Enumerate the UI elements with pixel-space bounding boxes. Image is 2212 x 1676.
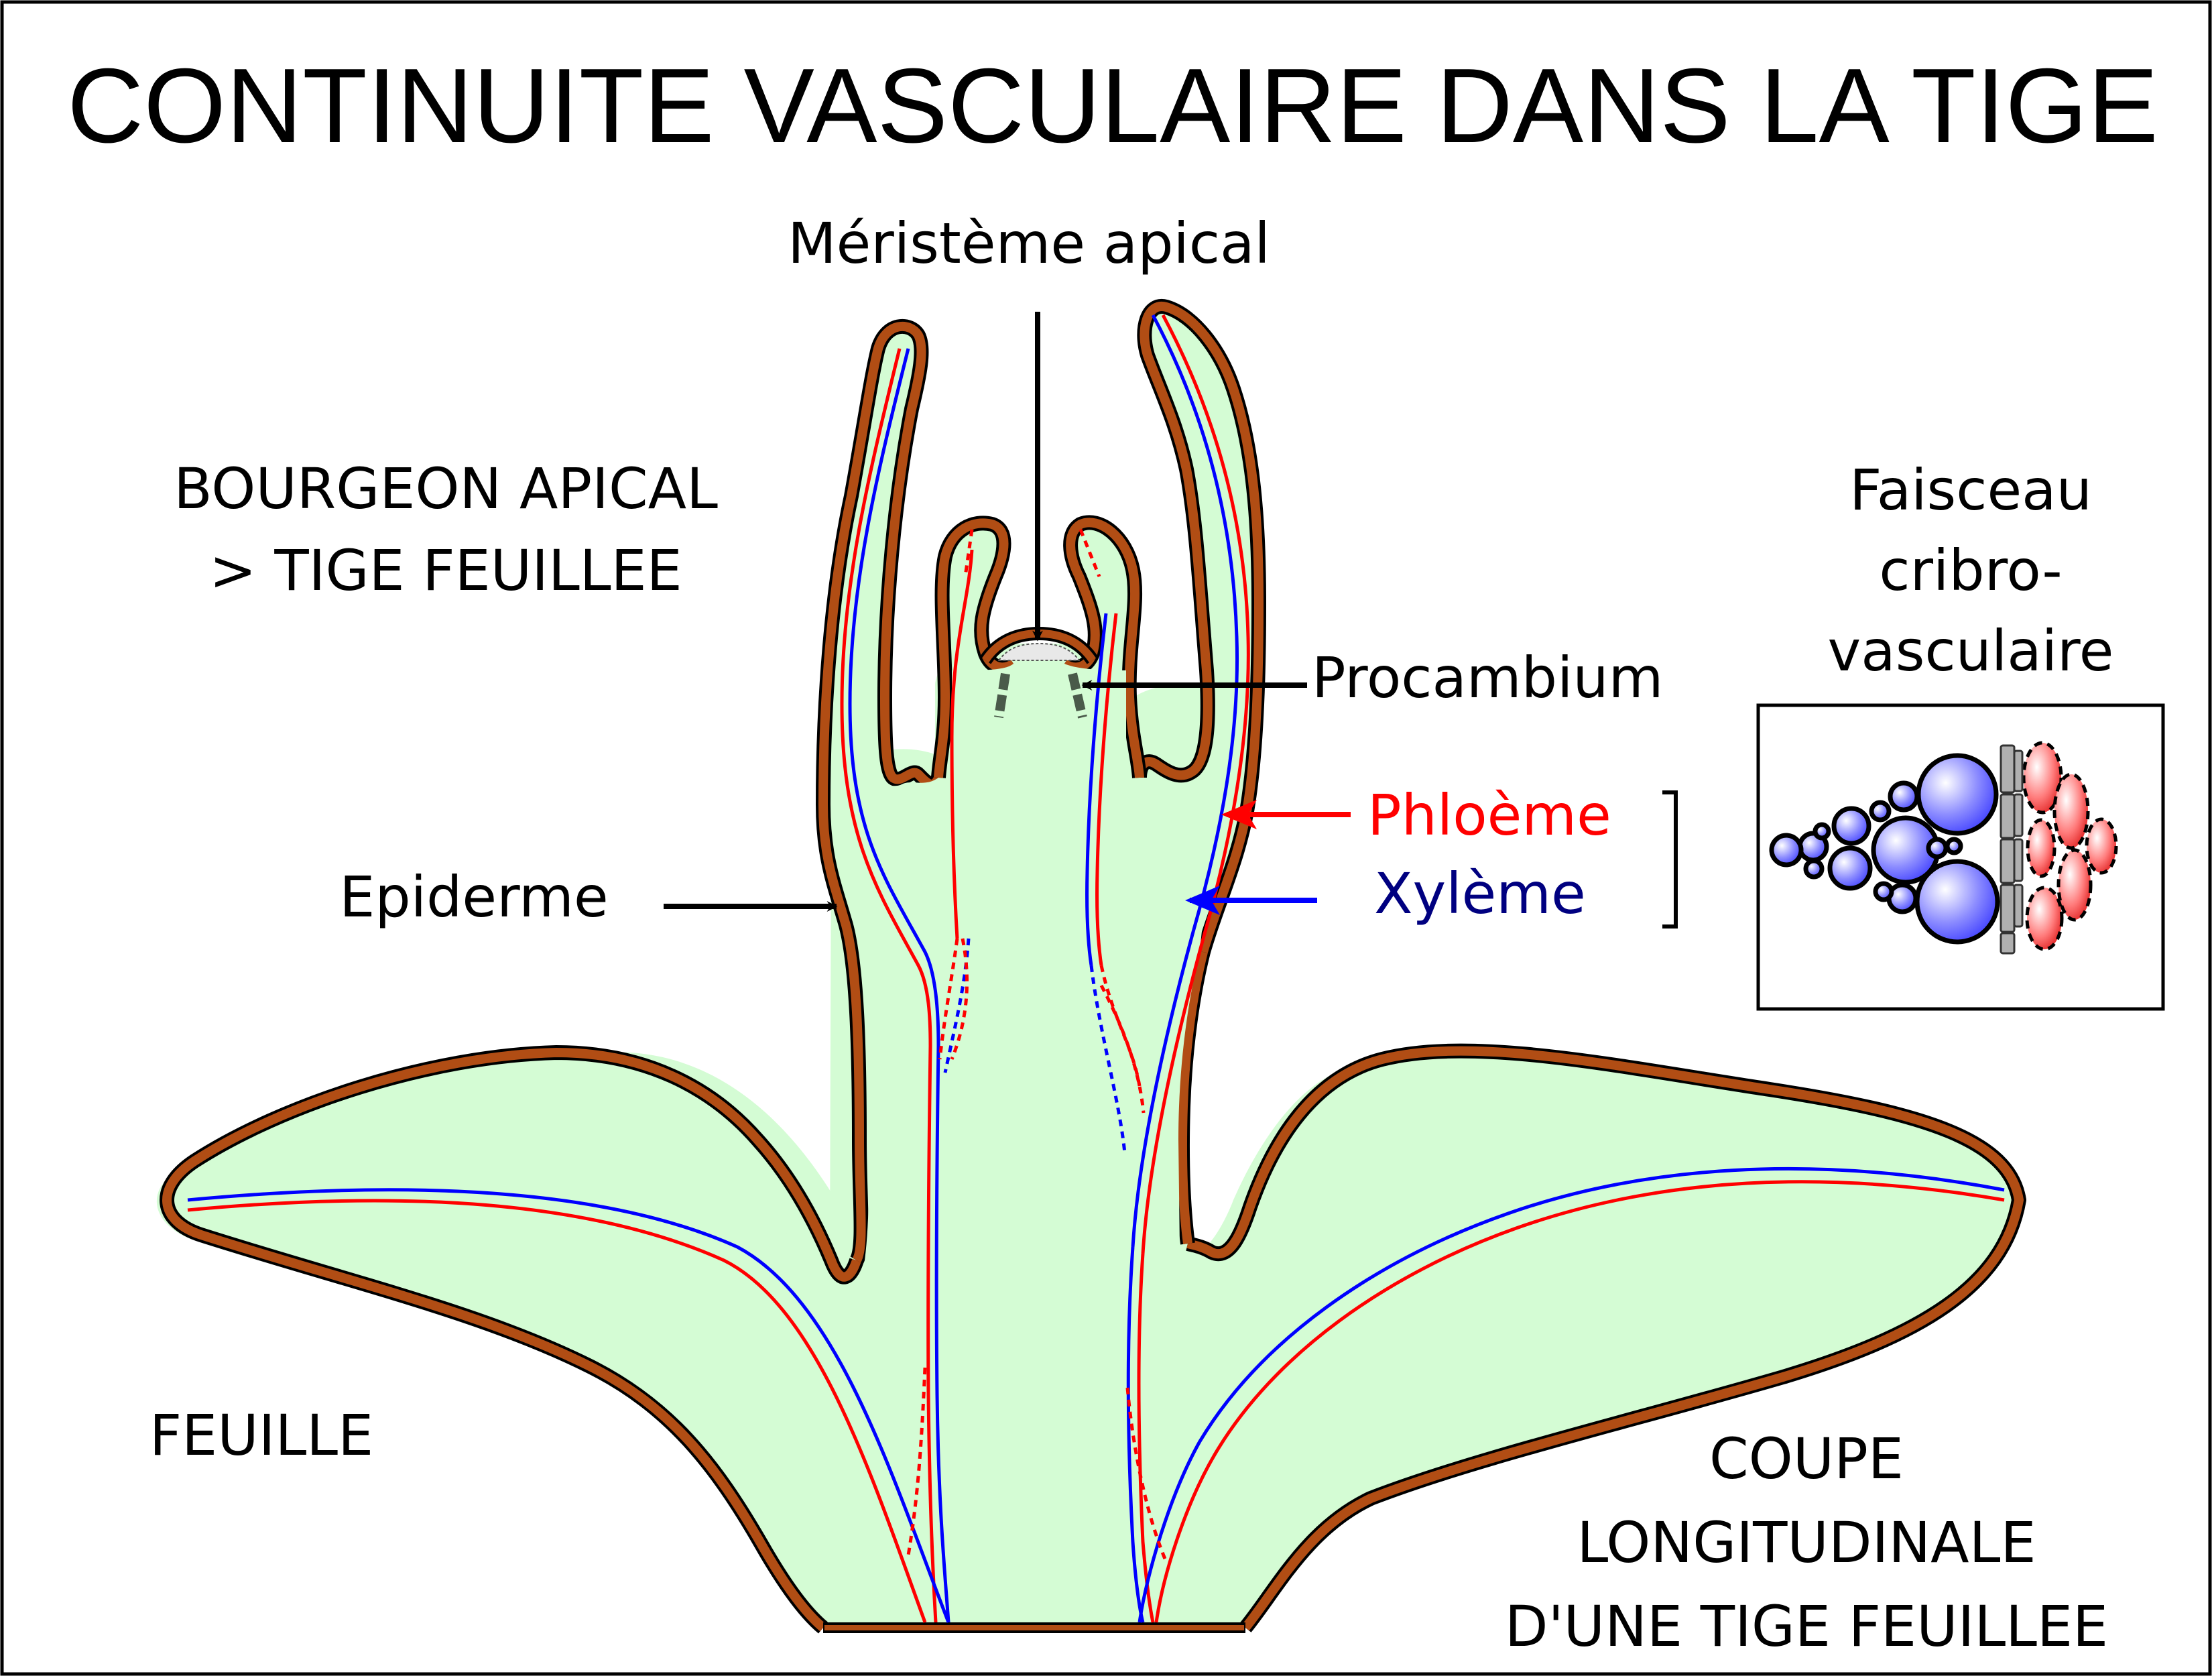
xylem-right-stem [1126, 1246, 1145, 1623]
diagram-title: CONTINUITE VASCULAIRE DANS LA TIGE [67, 47, 2158, 165]
xylem-left-leaf [187, 1188, 950, 1623]
label-meristeme: Méristème apical [788, 211, 1270, 276]
phloem-left-outer [840, 348, 932, 1046]
phloem-right-leaf [1154, 1180, 2005, 1623]
arrow-phloeme-head [1221, 800, 1257, 829]
phloem-right-stem [1137, 1253, 1155, 1623]
meristem-cells [998, 643, 1080, 661]
left-leaf-epidermis [162, 1048, 861, 1632]
vascular-bundle-inset [1756, 703, 2165, 1011]
xylem-right-inner [1085, 613, 1108, 966]
bracket [1662, 790, 1678, 929]
label-xyleme: Xylème [1374, 861, 1586, 926]
phloem-right-inner-trace [1099, 965, 1146, 1114]
label-phloeme: Phloème [1367, 782, 1611, 848]
label-faisceau-3: vasculaire [1828, 618, 2114, 684]
phloem-right-outer [1141, 314, 1250, 1254]
xylem-right-outer [1131, 314, 1239, 1248]
right-stem-side-epidermis [1177, 951, 1208, 1244]
label-bourgeon-1: BOURGEON APICAL [174, 456, 718, 522]
label-feuille: FEUILLE [149, 1402, 373, 1468]
cambium-cells [2000, 744, 2024, 955]
phloem-right-inner-top-trace [1079, 529, 1101, 577]
label-faisceau-2: cribro- [1879, 538, 2062, 603]
right-inner-young-leaf-epidermis [1062, 518, 1144, 778]
procambium-right [1068, 672, 1087, 719]
label-bourgeon-2: > TIGE FEUILLEE [209, 538, 682, 603]
label-faisceau-1: Faisceau [1849, 457, 2092, 523]
plant-section [156, 299, 2026, 1634]
label-coupe-1: COUPE [1709, 1426, 1904, 1492]
annotation-arrows [664, 312, 1678, 929]
phloem-left-leaf [187, 1199, 927, 1623]
phloem-right-inner [1095, 613, 1118, 966]
left-fill [838, 778, 979, 1260]
xylem-left-outer [848, 348, 940, 1046]
xylem-cells [1769, 753, 2000, 945]
label-coupe-3: D'UNE TIGE FEUILLEE [1505, 1594, 2108, 1659]
xylem-left-inner-trace [943, 938, 971, 1073]
phloem-cells [2022, 741, 2118, 951]
right-outer-young-leaf-epidermis [1135, 302, 1264, 953]
xylem-right-inner-trace [1089, 965, 1127, 1154]
core-fill [952, 664, 1126, 1260]
phloem-left-stem [926, 1045, 938, 1623]
procambium-left [994, 672, 1010, 719]
phloem-left-leaf-trace [906, 1367, 927, 1556]
phloem-left-inner-trace2 [950, 938, 969, 1060]
xylem-left-stem [934, 1045, 950, 1623]
label-procambium: Procambium [1312, 645, 1663, 711]
label-coupe-2: LONGITUDINALE [1577, 1510, 2036, 1575]
phloem-left-inner-trace [938, 529, 974, 1060]
arrow-xyleme-head [1185, 886, 1220, 915]
phloem-right-leaf-trace [1125, 1387, 1168, 1563]
right-leaf-epidermis [1186, 1046, 2024, 1631]
left-inner-young-leaf-epidermis [934, 518, 1016, 778]
label-epiderme: Epiderme [339, 864, 608, 930]
left-outer-leaf-epidermis [818, 322, 943, 1263]
xylem-right-leaf [1138, 1166, 2005, 1623]
phloem-left-inner [950, 549, 974, 939]
